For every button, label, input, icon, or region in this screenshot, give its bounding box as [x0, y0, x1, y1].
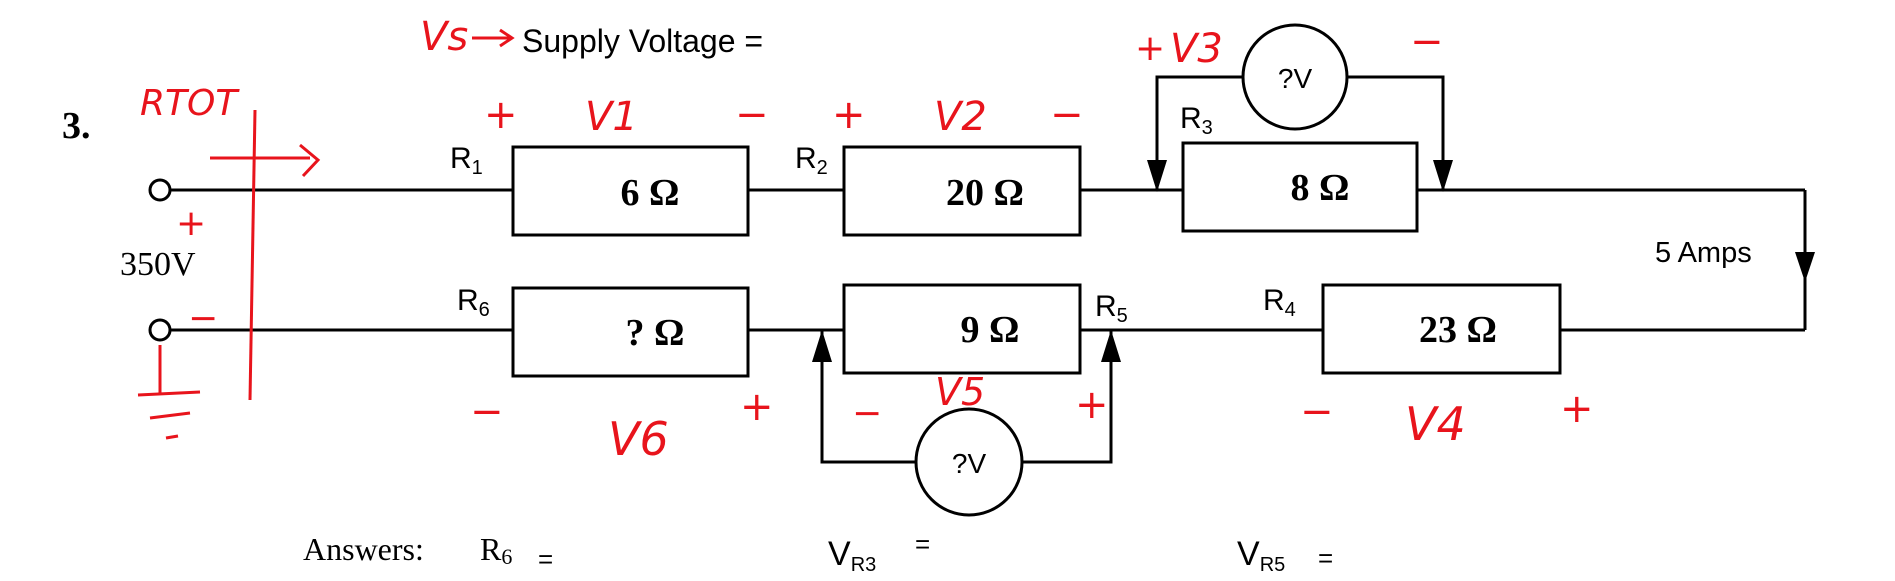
answers-prefix: Answers:: [303, 531, 424, 567]
annotation-source-plus: +: [176, 203, 206, 244]
source-voltage: 350V: [120, 246, 196, 283]
supply-voltage-label: Supply Voltage =: [522, 23, 763, 59]
voltmeter-top-label: ?V: [1278, 63, 1313, 94]
arrow-up-right: [1101, 330, 1121, 362]
annotation-ground-line-1: [137, 390, 201, 397]
voltmeter-bottom: [914, 407, 1024, 517]
arrow-up-left: [812, 330, 832, 362]
answer-vr3-equals: =: [915, 529, 930, 559]
meter-bottom-lead-right: [1022, 330, 1113, 464]
annotation-vs-arrowhead: [499, 28, 515, 48]
annotation-v4: V4: [1405, 397, 1466, 451]
annotation-v3-plus: +: [1135, 28, 1165, 69]
answer-vr3-label: VR3: [828, 535, 876, 576]
annotation-v3-minus: −: [1410, 19, 1444, 65]
resistor-r1-body: [511, 145, 750, 237]
arrowheads: [812, 160, 1815, 362]
handwritten-annotations: Vs RTOT + − + V1 − + V2 − + V3 − − V6 + …: [137, 14, 1594, 466]
terminal-positive: [148, 178, 172, 202]
resistor-r6-body: [511, 286, 750, 378]
annotation-rtot-arrowhead: [299, 143, 321, 178]
resistor-r1-value: 6 Ω: [621, 172, 680, 214]
annotation-v3: V3: [1170, 26, 1223, 72]
answers-row: Answers: R6 = VR3 = VR5 =: [303, 529, 1333, 576]
resistor-r3-body: [1181, 141, 1419, 233]
resistor-r6-value: ? Ω: [626, 312, 685, 354]
annotation-v6-plus: +: [740, 384, 774, 430]
annotation-v2-plus: +: [832, 92, 866, 138]
annotation-v2-minus: −: [1050, 92, 1084, 138]
resistor-r5-label: R5: [1095, 290, 1128, 327]
resistor-r2-label: R2: [795, 142, 828, 179]
terminal-negative: [148, 318, 172, 342]
voltmeter-bottom-label: ?V: [952, 448, 987, 479]
annotation-v5-minus: −: [852, 393, 882, 434]
current-label: 5 Amps: [1655, 237, 1752, 269]
annotation-vs: Vs: [420, 14, 468, 60]
resistor-r5-body: [842, 283, 1082, 375]
annotation-v1: V1: [585, 94, 638, 140]
resistor-r1-label: R1: [450, 142, 483, 179]
resistor-r2-body: [842, 145, 1082, 237]
problem-number: 3.: [62, 105, 91, 147]
resistor-r4-value: 23 Ω: [1419, 309, 1497, 351]
arrow-down-left: [1147, 160, 1167, 192]
resistor-r6-label: R6: [457, 284, 490, 321]
meter-top-lead-left: [1155, 75, 1243, 190]
annotation-v1-minus: −: [735, 92, 769, 138]
current-arrow: [1795, 252, 1815, 282]
answer-r6-label: R6: [480, 531, 512, 569]
resistor-r5-value: 9 Ω: [961, 309, 1020, 351]
resistor-r4-label: R4: [1263, 284, 1296, 321]
annotation-rtot: RTOT: [140, 83, 240, 124]
annotation-v2: V2: [934, 94, 987, 140]
answer-r6-equals: =: [538, 544, 553, 574]
resistor-r2-value: 20 Ω: [946, 172, 1024, 214]
annotation-v4-plus: +: [1560, 386, 1594, 432]
answer-vr5-equals: =: [1318, 543, 1333, 573]
resistor-r3-value: 8 Ω: [1291, 167, 1350, 209]
annotation-ground-line-3: [165, 434, 179, 440]
answer-vr5-label: VR5: [1237, 535, 1285, 576]
meter-top-lead-right: [1347, 75, 1445, 190]
voltmeter-top: [1241, 23, 1349, 131]
annotation-v6: V6: [608, 412, 669, 466]
annotation-v5-plus: +: [1075, 382, 1109, 428]
annotation-v1-plus: +: [484, 92, 518, 138]
resistor-r4-body: [1321, 283, 1562, 375]
meter-bottom-lead-left: [820, 330, 916, 464]
annotation-ground-line-2: [149, 411, 191, 420]
resistor-r3-label: R3: [1180, 102, 1213, 139]
annotation-source-minus: −: [188, 298, 218, 339]
annotation-v5: V5: [935, 370, 985, 414]
arrow-down-right: [1433, 160, 1453, 192]
annotation-v4-minus: −: [1300, 389, 1334, 435]
annotation-v6-minus: −: [470, 389, 504, 435]
annotation-rtot-divider: [248, 109, 257, 401]
